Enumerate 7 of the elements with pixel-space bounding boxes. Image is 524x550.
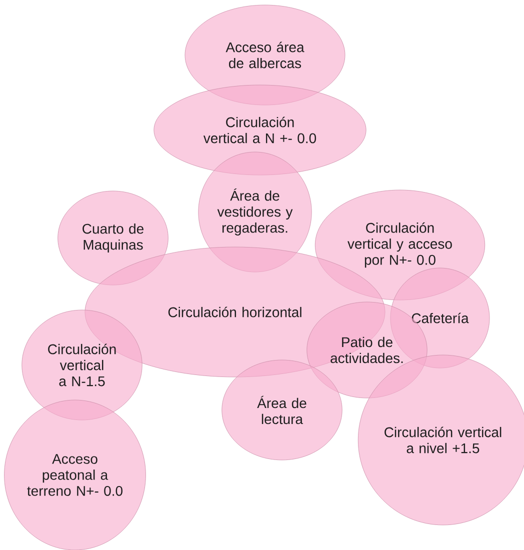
bubble: Área de vestidores y regaderas. <box>198 152 312 272</box>
bubble: Acceso peatonal a terreno N+- 0.0 <box>4 400 146 550</box>
bubble: Circulación vertical a N +- 0.0 <box>154 84 366 176</box>
bubble: Circulación vertical y acceso por N+- 0.0 <box>314 190 486 300</box>
bubble: Circulación vertical a N-1.5 <box>22 310 142 420</box>
bubble: Acceso área de albercas <box>184 4 346 106</box>
bubble: Cuarto de Maquinas <box>58 190 168 286</box>
